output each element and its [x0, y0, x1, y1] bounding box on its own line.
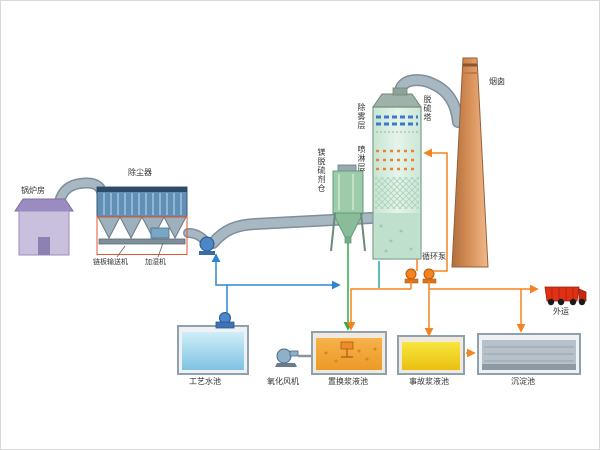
flue-gas-ducts	[52, 74, 464, 249]
accident-pool-label: 事故浆液池	[409, 377, 449, 386]
water-line	[226, 280, 341, 313]
boiler-room-label: 锅炉房	[21, 186, 45, 195]
leader-lines	[116, 242, 164, 258]
dust-collector-label: 除尘器	[128, 168, 152, 177]
circulation-pumps	[404, 268, 437, 284]
tower-liquid	[374, 213, 420, 258]
silo-label: 镁脱硫剂仓	[317, 148, 326, 193]
packing-layer	[375, 177, 419, 209]
chain-conveyor-label: 链板输送机	[93, 258, 128, 266]
demister-label: 除雾层	[357, 103, 366, 130]
sedimentation-pool-label: 沉淀池	[511, 377, 535, 386]
humidifier-unit	[150, 227, 170, 239]
accident-slurry-pool	[397, 335, 465, 375]
outbound-label: 外运	[553, 307, 569, 316]
desulfurization-tower	[372, 87, 422, 260]
process-water-pool	[177, 312, 249, 375]
dump-truck	[544, 286, 587, 306]
oxidation-fan-label: 氧化风机	[267, 377, 299, 386]
humidifier-label: 加湿机	[145, 258, 166, 266]
induced-draft-fan	[199, 236, 215, 255]
chimney	[451, 57, 489, 268]
chimney-label: 烟囱	[489, 77, 505, 86]
boiler-house	[14, 198, 74, 256]
tower-label: 脱硫塔	[423, 95, 432, 122]
water-branch-line	[211, 253, 227, 286]
spray-layer-label: 喷淋层	[357, 145, 366, 172]
process-lines	[211, 148, 539, 358]
spray-feed-line	[423, 148, 448, 272]
dust-collector	[96, 186, 215, 255]
process-water-pool-label: 工艺水池	[189, 377, 221, 386]
desulfurizer-silo	[330, 164, 366, 252]
replacement-pool-label: 置换浆液池	[328, 377, 368, 386]
water-pump	[215, 312, 235, 329]
boiler-door	[38, 237, 50, 255]
support-frame	[96, 216, 188, 255]
sedimentation-pool	[477, 333, 581, 375]
replacement-pool-line	[346, 288, 411, 331]
replacement-slurry-pool	[311, 331, 387, 375]
agitator	[340, 341, 354, 358]
oxidation-fan	[275, 348, 314, 367]
circulation-pump-label: 循环泵	[422, 252, 446, 261]
chain-conveyor-unit	[98, 238, 186, 245]
